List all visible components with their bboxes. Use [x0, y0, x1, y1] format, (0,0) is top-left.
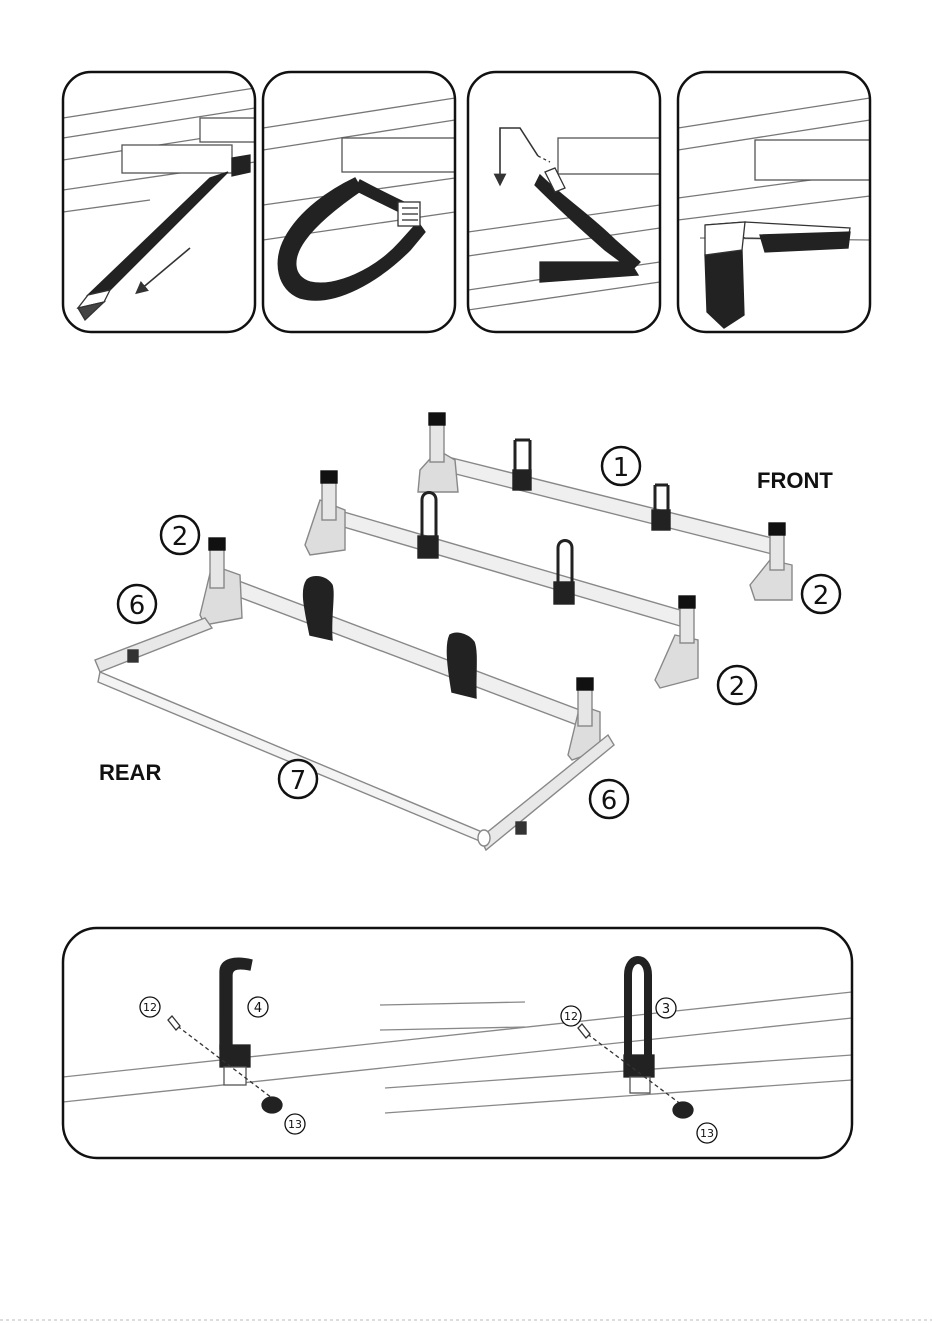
front-crossbar	[418, 413, 792, 600]
svg-text:12: 12	[564, 1010, 578, 1023]
callout-roller-left: 6	[118, 585, 156, 623]
svg-text:4: 4	[254, 1001, 262, 1016]
svg-text:13: 13	[288, 1118, 302, 1131]
svg-text:2: 2	[172, 522, 189, 552]
callout-roller-bar: 7	[279, 760, 317, 798]
callout-bolt-left: 12	[140, 997, 160, 1017]
svg-text:12: 12	[143, 1001, 157, 1014]
svg-text:6: 6	[601, 786, 618, 816]
svg-text:2: 2	[729, 672, 746, 702]
callout-roller-right: 6	[590, 780, 628, 818]
step-panel-4	[678, 72, 870, 332]
callout-knob-right: 13	[697, 1123, 717, 1143]
roof-rack-assembly	[95, 413, 792, 850]
callout-foot-right-front: 2	[802, 575, 840, 613]
callout-foot-left: 2	[161, 516, 199, 554]
front-label: FRONT	[757, 468, 833, 493]
hook-detail-panel	[63, 928, 852, 1158]
step-panel-3	[468, 72, 660, 332]
svg-text:3: 3	[662, 1002, 670, 1017]
svg-text:7: 7	[290, 766, 307, 796]
rear-crossbar	[95, 538, 614, 850]
callout-knob-left: 13	[285, 1114, 305, 1134]
step-panel-1	[63, 72, 255, 332]
svg-text:2: 2	[813, 581, 830, 611]
svg-text:1: 1	[613, 453, 630, 483]
svg-text:13: 13	[700, 1127, 714, 1140]
callout-hook-left: 4	[248, 997, 268, 1017]
callout-foot-right-mid: 2	[718, 666, 756, 704]
svg-text:6: 6	[129, 591, 146, 621]
middle-crossbar	[305, 471, 698, 688]
callout-bolt-right: 12	[561, 1006, 581, 1026]
rear-label: REAR	[99, 760, 161, 785]
callout-hook-right: 3	[656, 998, 676, 1018]
callout-bar-1: 1	[602, 447, 640, 485]
step-panel-2	[263, 72, 455, 332]
